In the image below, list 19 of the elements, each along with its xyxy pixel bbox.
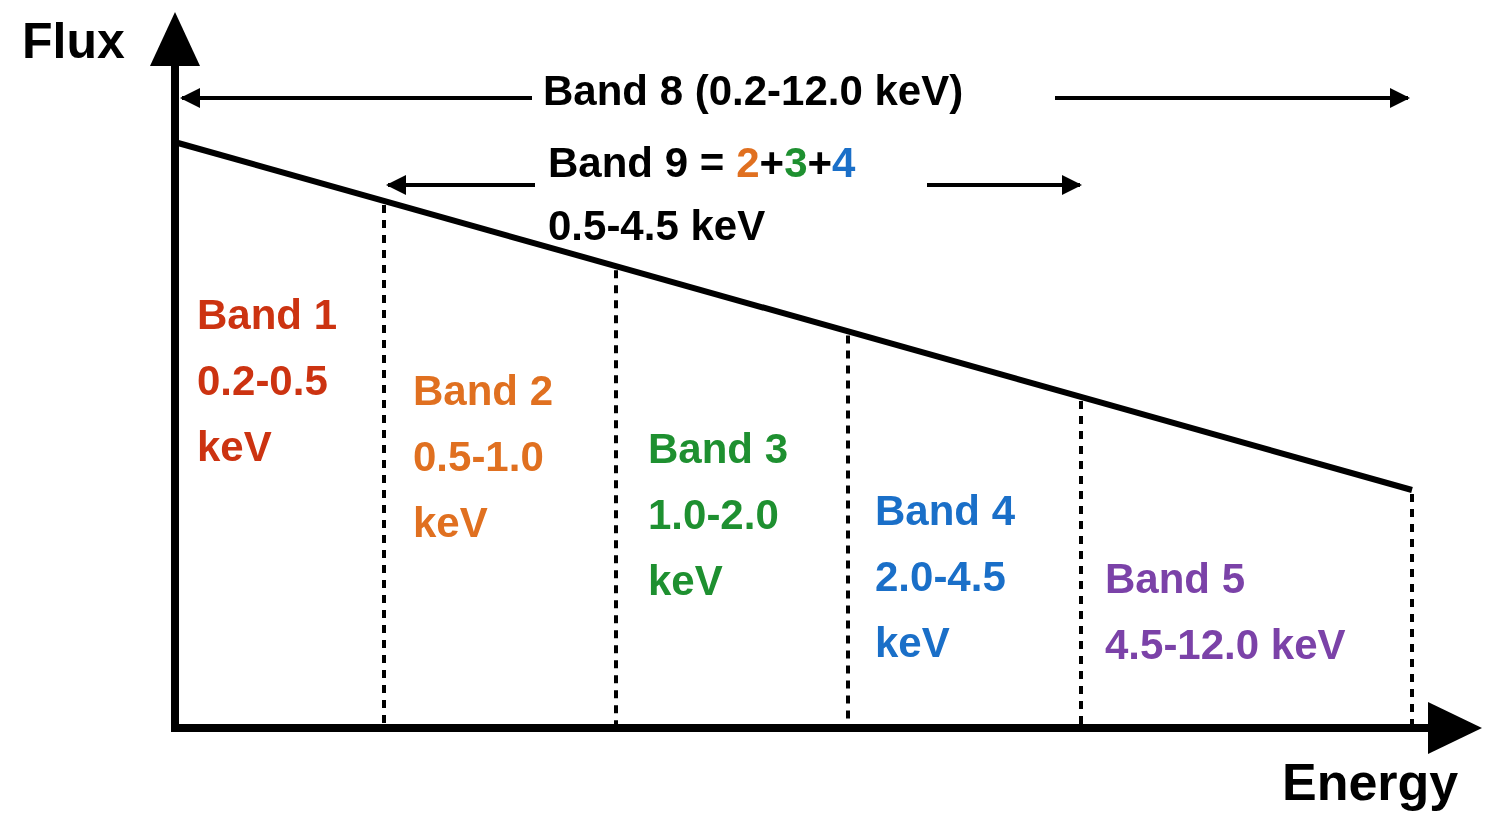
band-name: Band 3	[648, 424, 789, 474]
band-formula-text: 4	[832, 142, 856, 184]
band-formula-text: +	[807, 142, 832, 184]
band-name: Band 2	[413, 366, 554, 416]
energy-range: 4.5-12.0 keV	[1105, 620, 1346, 670]
band-range-label: Band 8 (0.2-12.0 keV)	[543, 70, 964, 112]
energy-range: 0.2-0.5 keV	[197, 356, 329, 472]
band-name: Band 4	[875, 486, 1016, 536]
energy-range: 2.0-4.5 keV	[875, 552, 1007, 668]
band-name: Band 5	[1105, 554, 1246, 604]
energy-range: 1.0-2.0 keV	[648, 490, 780, 606]
band-range-label: 0.5-4.5 keV	[548, 205, 766, 247]
band-formula-text: +	[759, 142, 785, 184]
energy-range: 0.5-1.0 keV	[413, 432, 545, 548]
band-formula-text: Band 9 =	[548, 142, 725, 184]
band-formula-text: 2	[736, 142, 760, 184]
band-name: Band 1	[197, 290, 338, 340]
axis-label: Flux	[22, 16, 125, 66]
band-formula-text: 3	[784, 142, 808, 184]
